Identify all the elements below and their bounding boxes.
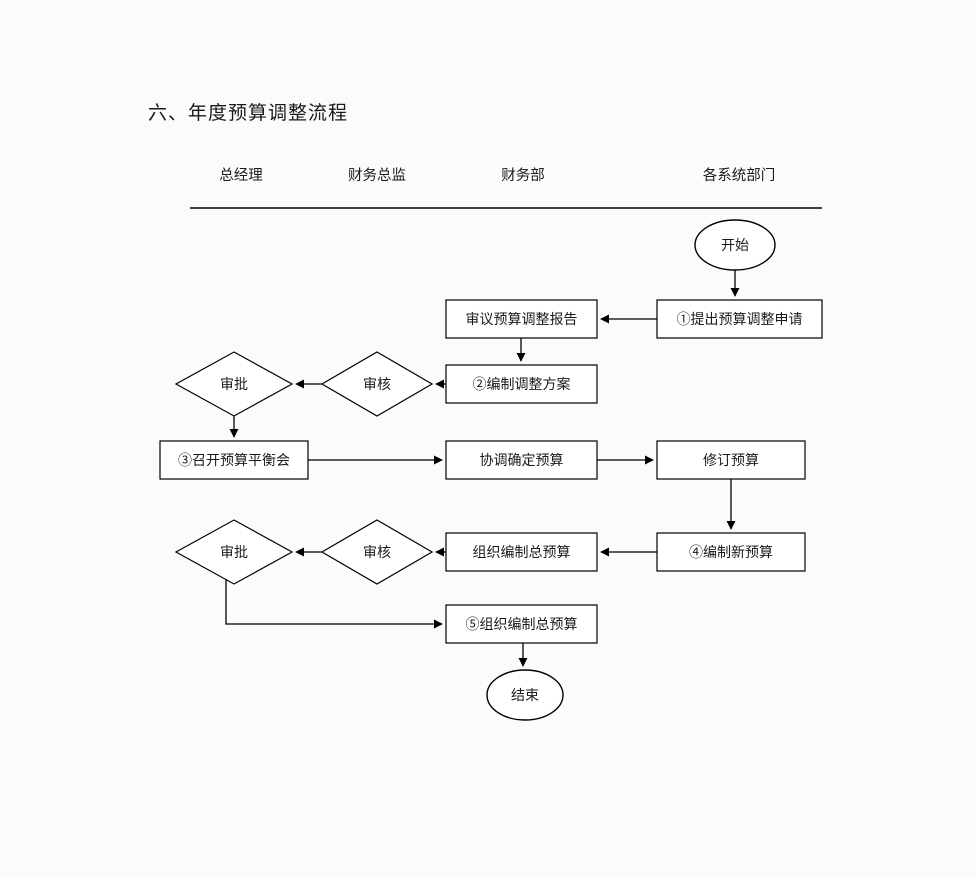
node-start-label: 开始 <box>721 238 749 254</box>
node-end-shape <box>486 669 564 721</box>
node-n5-shape <box>445 440 598 480</box>
node-submit-adjustment-request[interactable]: ①提出预算调整申请 <box>656 299 823 339</box>
node-d3-label: 审核 <box>363 545 391 561</box>
node-n6-label: 修订预算 <box>703 453 759 469</box>
node-n9-label: ⑤组织编制总预算 <box>466 617 578 633</box>
lane-header-finance: 财务部 <box>501 167 545 184</box>
edge-d4-to-n9 <box>225 578 443 629</box>
node-decision-approve-2[interactable]: 审批 <box>174 519 294 585</box>
node-n4-label: ③召开预算平衡会 <box>178 453 290 469</box>
node-d3-shape <box>320 519 434 585</box>
node-d2-label: 审批 <box>220 377 248 393</box>
node-decision-approve-1[interactable]: 审批 <box>174 351 294 417</box>
node-decision-review-2[interactable]: 审核 <box>320 519 434 585</box>
node-n6-shape <box>656 440 806 480</box>
node-d4-shape <box>174 519 294 585</box>
node-prepare-adjustment-plan[interactable]: ②编制调整方案 <box>445 364 598 404</box>
node-n5-label: 协调确定预算 <box>480 453 564 469</box>
node-n2-shape <box>445 299 598 339</box>
node-n4-shape <box>159 440 309 480</box>
page-title: 六、年度预算调整流程 <box>148 103 349 124</box>
node-n3-label: ②编制调整方案 <box>473 376 571 393</box>
node-n2-label: 审议预算调整报告 <box>466 312 578 328</box>
node-prepare-new-budget[interactable]: ④编制新预算 <box>656 532 806 572</box>
node-end[interactable]: 结束 <box>486 669 564 721</box>
node-decision-review-1[interactable]: 审核 <box>320 351 434 417</box>
node-start-shape <box>694 219 776 271</box>
node-n1-shape <box>656 299 823 339</box>
node-organize-total-budget[interactable]: 组织编制总预算 <box>445 532 598 572</box>
lane-header-departments: 各系统部门 <box>703 167 776 184</box>
lane-header-cfo: 财务总监 <box>348 167 406 184</box>
node-d4-label: 审批 <box>220 545 248 561</box>
node-revise-budget[interactable]: 修订预算 <box>656 440 806 480</box>
node-start[interactable]: 开始 <box>694 219 776 271</box>
node-n3-shape <box>445 364 598 404</box>
node-n1-label: ①提出预算调整申请 <box>677 312 803 328</box>
node-n8-shape <box>445 532 598 572</box>
node-hold-budget-balance-meeting[interactable]: ③召开预算平衡会 <box>159 440 309 480</box>
node-d1-label: 审核 <box>363 377 391 393</box>
node-d1-shape <box>320 351 434 417</box>
node-n7-label: ④编制新预算 <box>689 545 773 561</box>
lane-header-gm: 总经理 <box>219 167 263 184</box>
node-review-adjustment-report[interactable]: 审议预算调整报告 <box>445 299 598 339</box>
node-organize-final-total-budget[interactable]: ⑤组织编制总预算 <box>445 604 598 644</box>
node-n7-shape <box>656 532 806 572</box>
node-n8-label: 组织编制总预算 <box>473 545 571 561</box>
node-n9-shape <box>445 604 598 644</box>
node-end-label: 结束 <box>511 688 539 704</box>
node-coordinate-confirm-budget[interactable]: 协调确定预算 <box>445 440 598 480</box>
node-d2-shape <box>174 351 294 417</box>
